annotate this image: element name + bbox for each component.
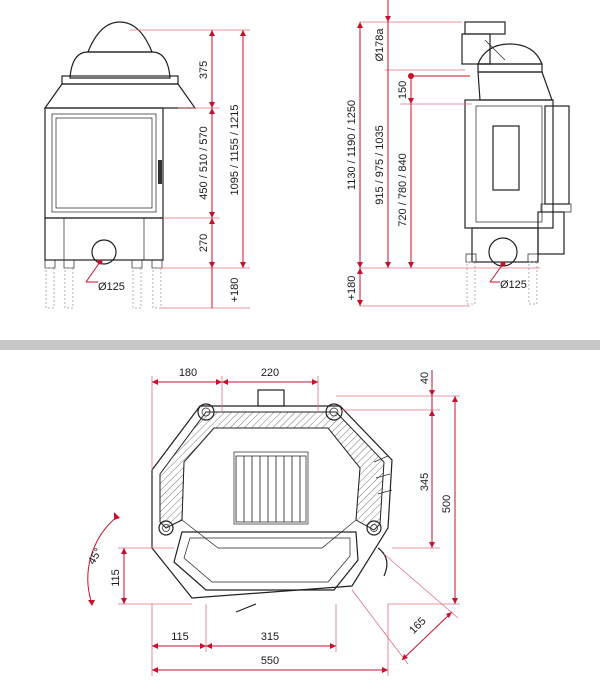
side-flue-label: Ø125 [500,279,527,291]
plan-w180-label: 180 [179,367,197,379]
front-h270-label: 270 [198,234,210,252]
plan-b115-label: 115 [171,631,189,643]
plan-dimensions: 180 220 40 345 500 [86,367,460,676]
front-flue-callout: Ø125 [85,259,125,293]
plan-view: 180 220 40 345 500 [86,367,460,676]
plan-b550-label: 550 [261,655,279,667]
side-dome [461,21,553,101]
plan-grate [235,455,307,523]
side-dimensions: Ø178a 150 1130 / 1190 / 1250 915 / 975 /… [346,0,540,307]
plan-w220-label: 220 [261,367,279,379]
plan-w40-label: 40 [419,372,431,384]
section-divider [0,340,600,350]
front-door-height-label: 450 / 510 / 570 [198,126,210,199]
front-legs [44,259,163,309]
side-body [464,99,572,305]
plan-h115-label: 115 [110,569,122,587]
front-dome [43,21,197,109]
side-h180-label: +180 [346,276,358,301]
front-view: 375 450 / 510 / 570 1095 / 1155 / 1215 2… [43,21,250,309]
side-view: Ø178a 150 1130 / 1190 / 1250 915 / 975 /… [346,0,572,307]
side-low-height-label: 720 / 780 / 840 [397,153,409,226]
front-total-height-label: 1095 / 1155 / 1215 [229,105,241,196]
front-flue-label: Ø125 [98,281,125,293]
plan-h500-label: 500 [441,495,453,513]
side-total-height-label: 1130 / 1190 / 1250 [346,100,358,190]
front-h180-label: +180 [229,278,241,303]
side-h150-label: 150 [397,81,409,99]
front-base [44,217,164,265]
plan-firebox [151,389,393,613]
front-dimensions: 375 450 / 510 / 570 1095 / 1155 / 1215 2… [130,29,250,309]
side-flue-top-label: Ø178a [374,28,386,62]
side-flue-callout: Ø125 [489,261,527,291]
plan-b315-label: 315 [261,631,279,643]
side-mid-height-label: 915 / 975 / 1035 [374,125,386,205]
front-h375-label: 375 [198,61,210,79]
plan-h345-label: 345 [419,473,431,491]
plan-d165-label: 165 [407,615,428,636]
front-door [44,107,164,219]
